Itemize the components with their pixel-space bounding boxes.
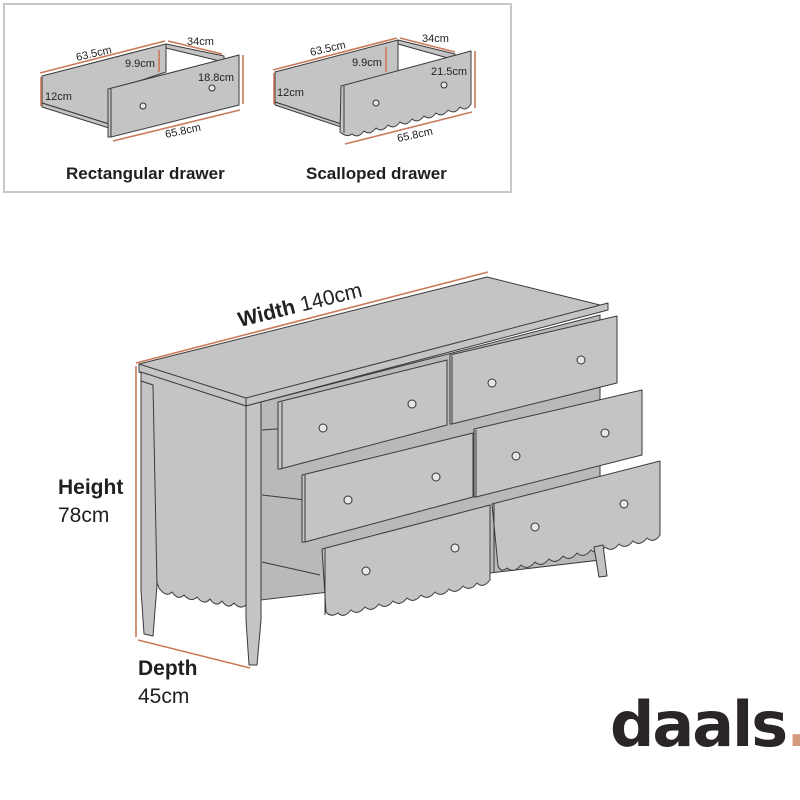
scalloped-drawer-illustration: [272, 37, 476, 145]
height-value: 78cm: [58, 504, 110, 527]
scal-front-width-label: 65.8cm: [396, 126, 434, 145]
height-label: Height: [58, 476, 124, 499]
height-dimension: Height 78cm: [58, 474, 123, 530]
scal-side-height-label: 12cm: [277, 87, 304, 99]
brand-name: daals: [610, 688, 788, 761]
scal-front-height-label: 21.5cm: [431, 66, 467, 78]
daals-logo: daals.: [610, 688, 800, 761]
depth-label: Depth: [138, 657, 198, 680]
scalloped-drawer-caption: Scalloped drawer: [306, 164, 447, 183]
rectangular-drawer-caption: Rectangular drawer: [66, 164, 225, 183]
scal-inner-height-label: 9.9cm: [352, 57, 382, 69]
chest-of-drawers-illustration: [138, 276, 661, 666]
rect-inner-height-label: 9.9cm: [125, 58, 155, 70]
rect-front-height-label: 18.8cm: [198, 72, 234, 84]
rect-front-width-label: 65.8cm: [164, 122, 202, 141]
rectangular-drawer-illustration: [39, 40, 244, 142]
rect-depth-label: 34cm: [187, 36, 214, 48]
depth-value: 45cm: [138, 685, 190, 708]
rectangular-drawer-dimension-labels: 63.5cm 34cm 9.9cm 18.8cm 12cm 65.8cm: [45, 36, 234, 141]
rect-side-height-label: 12cm: [45, 91, 72, 103]
brand-dot: .: [786, 688, 800, 761]
chest-dimension-lines: [135, 271, 489, 669]
depth-dimension: Depth 45cm: [138, 655, 198, 711]
scal-depth-label: 34cm: [422, 33, 449, 45]
